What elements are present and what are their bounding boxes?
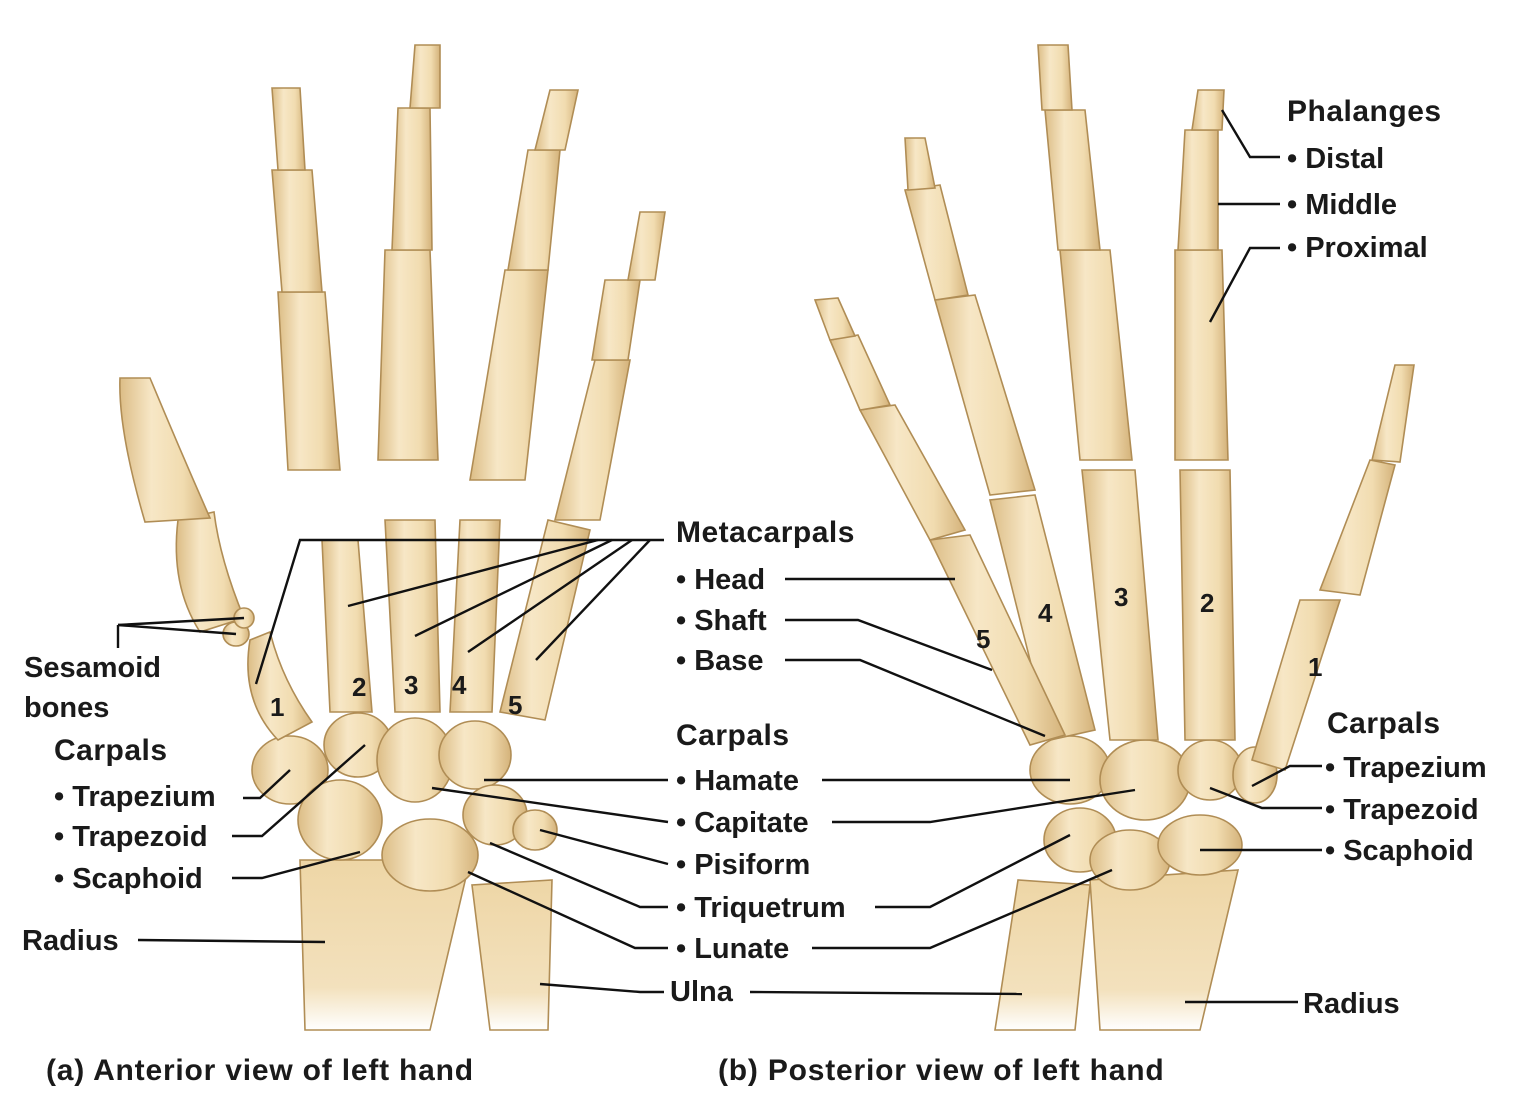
carpals-heading-anterior: Carpals — [54, 734, 168, 767]
carpals-heading-middle: Carpals — [676, 719, 790, 752]
ulna-label: Ulna — [670, 976, 734, 1008]
sesamoid-label-2: bones — [24, 692, 109, 724]
trapezium-label-anterior: • Trapezium — [54, 781, 216, 813]
base-label: • Base — [676, 645, 764, 677]
carpals-heading-posterior: Carpals — [1327, 707, 1441, 740]
anterior-labels: Sesamoid bones Carpals • Trapezium • Tra… — [22, 652, 522, 957]
radius-label-anterior: Radius — [22, 925, 119, 957]
caption-posterior: (b) Posterior view of left hand — [718, 1054, 1165, 1087]
trapezium-label-posterior: • Trapezium — [1325, 752, 1487, 784]
hamate-label: • Hamate — [676, 765, 799, 797]
middle-phalanx-label: • Middle — [1287, 189, 1397, 221]
pisiform-label: • Pisiform — [676, 849, 810, 881]
middle-labels: Metacarpals • Head • Shaft • Base Carpal… — [670, 516, 855, 1008]
capitate-label: • Capitate — [676, 807, 809, 839]
shaft-label: • Shaft — [676, 605, 767, 637]
digit-number-a1: 1 — [270, 692, 284, 722]
trapezoid-label-posterior: • Trapezoid — [1325, 794, 1479, 826]
scaphoid-label-anterior: • Scaphoid — [54, 863, 203, 895]
captions: (a) Anterior view of left hand (b) Poste… — [46, 1054, 1165, 1087]
anterior-hand-illustration — [119, 44, 666, 1031]
head-label: • Head — [676, 564, 765, 596]
digit-number-b4: 4 — [1038, 598, 1053, 628]
digit-number-b1: 1 — [1308, 652, 1322, 682]
triquetrum-label: • Triquetrum — [676, 892, 846, 924]
phalanges-heading: Phalanges — [1287, 95, 1442, 128]
scaphoid-label-posterior: • Scaphoid — [1325, 835, 1474, 867]
digit-number-a2: 2 — [352, 672, 366, 702]
digit-number-b5: 5 — [976, 624, 990, 654]
digit-number-a5: 5 — [508, 690, 522, 720]
distal-label: • Distal — [1287, 143, 1384, 175]
lunate-label: • Lunate — [676, 933, 789, 965]
radius-label-posterior: Radius — [1303, 988, 1400, 1020]
metacarpals-heading: Metacarpals — [676, 516, 855, 549]
digit-number-b2: 2 — [1200, 588, 1214, 618]
sesamoid-label-1: Sesamoid — [24, 652, 161, 684]
posterior-labels: Phalanges • Distal • Middle • Proximal C… — [976, 95, 1487, 1020]
caption-anterior: (a) Anterior view of left hand — [46, 1054, 474, 1087]
proximal-label: • Proximal — [1287, 232, 1428, 264]
posterior-hand-illustration — [813, 44, 1415, 1031]
leader-lines — [116, 109, 1322, 1004]
trapezoid-label-anterior: • Trapezoid — [54, 821, 208, 853]
digit-number-a3: 3 — [404, 670, 418, 700]
digit-number-a4: 4 — [452, 670, 467, 700]
digit-number-b3: 3 — [1114, 582, 1128, 612]
